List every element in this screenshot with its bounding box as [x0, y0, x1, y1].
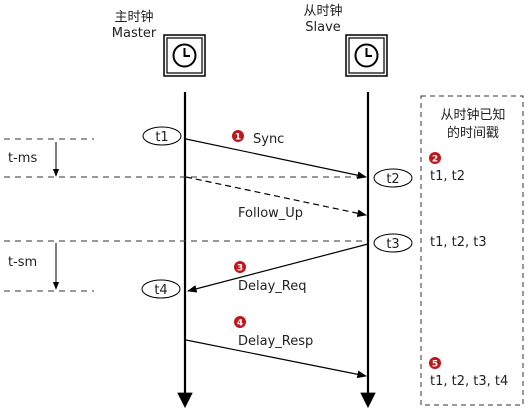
step-4-badge: 4: [234, 316, 246, 329]
svg-text:4: 4: [237, 319, 243, 329]
sync-arrow: [185, 138, 367, 179]
known-after-step2: t1, t2: [430, 169, 465, 184]
step-2-badge: 2: [429, 152, 441, 165]
svg-text:1: 1: [235, 133, 241, 143]
known-timestamps-box: [420, 95, 524, 406]
t1-timestamp: t1: [142, 126, 182, 146]
t1-label: t1: [155, 130, 168, 145]
slave-title-cn: 从时钟: [303, 3, 342, 19]
t4-timestamp: t4: [141, 279, 181, 299]
t3-timestamp: t3: [373, 233, 413, 253]
step-5-badge: 5: [429, 357, 441, 370]
known-box-title-line2: 的时间戳: [447, 125, 499, 141]
svg-text:5: 5: [432, 360, 438, 370]
delay-resp-label: Delay_Resp: [238, 334, 313, 349]
delay-req-label: Delay_Req: [238, 279, 306, 294]
slave-clock-icon: [345, 34, 388, 77]
slave-title-en: Slave: [305, 20, 341, 35]
sync-label: Sync: [253, 132, 284, 147]
master-title-cn: 主时钟: [114, 9, 153, 25]
step-3-badge: 3: [234, 261, 246, 274]
step-1-badge: 1: [232, 130, 244, 143]
known-box-title-line1: 从时钟已知: [440, 107, 505, 123]
delay-resp-arrow: [185, 339, 367, 379]
tms-label: t-ms: [8, 151, 37, 166]
tsm-label: t-sm: [8, 255, 37, 270]
t3-label: t3: [386, 237, 399, 252]
follow-up-arrow: [185, 176, 367, 217]
t2-label: t2: [386, 172, 399, 187]
delay-req-arrow: [187, 243, 369, 293]
follow-up-label: Follow_Up: [238, 206, 303, 221]
t4-label: t4: [154, 283, 167, 298]
t2-timestamp: t2: [373, 168, 413, 188]
known-after-step5: t1, t2, t3, t4: [430, 374, 508, 389]
master-title-en: Master: [112, 26, 157, 41]
svg-text:2: 2: [432, 155, 438, 165]
svg-text:3: 3: [237, 264, 243, 274]
known-after-step3: t1, t2, t3: [430, 235, 487, 250]
master-clock-icon: [163, 34, 206, 77]
